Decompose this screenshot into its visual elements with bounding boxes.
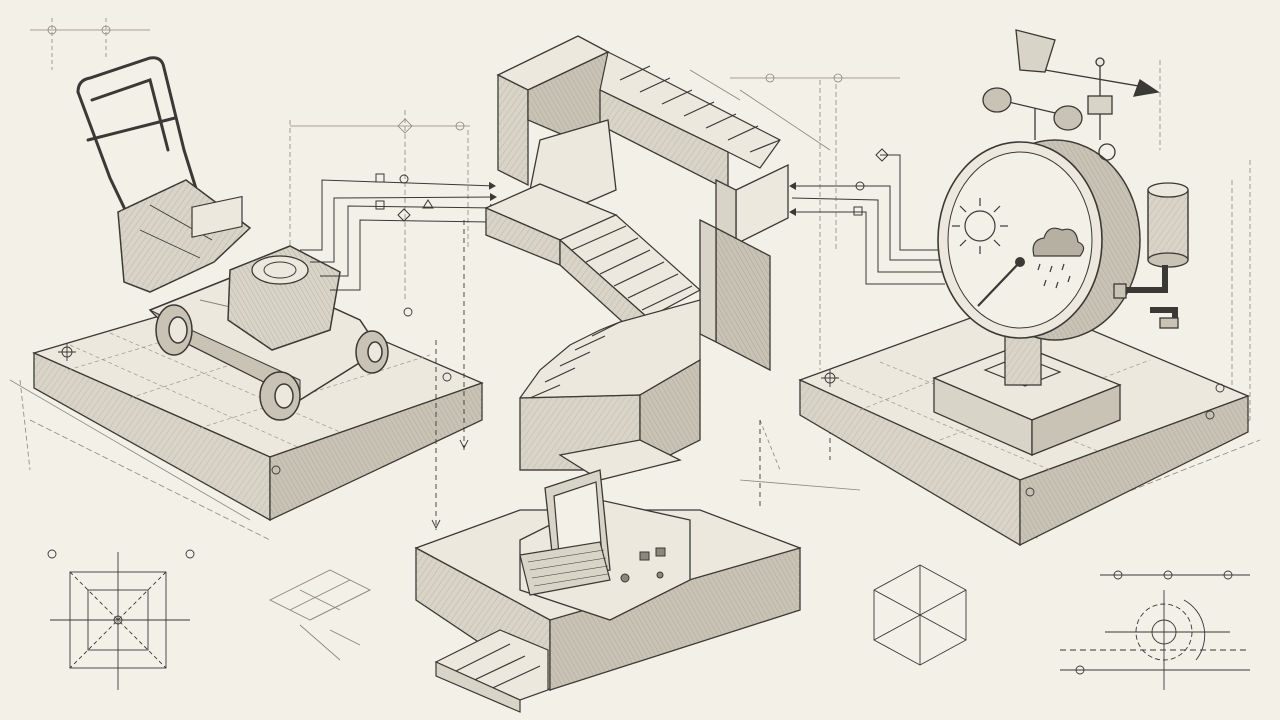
right-connectors bbox=[789, 148, 945, 285]
terminal-knob bbox=[656, 571, 664, 579]
terminal-base bbox=[414, 509, 802, 713]
terminal-button bbox=[639, 551, 650, 561]
upper-stairs bbox=[599, 51, 781, 191]
lawn-mower bbox=[76, 56, 389, 421]
terminal-knob bbox=[620, 573, 630, 583]
terminal-keyboard bbox=[519, 541, 611, 596]
mower-wheels bbox=[155, 304, 389, 421]
side-sensor bbox=[1113, 182, 1189, 329]
skewed-tile-sketch bbox=[268, 569, 372, 661]
terminal-button bbox=[655, 547, 666, 557]
rain-cloud-icon bbox=[1032, 227, 1085, 289]
weather-station bbox=[932, 29, 1189, 456]
left-connectors bbox=[300, 173, 497, 291]
mower-engine bbox=[191, 195, 341, 351]
crosshair-grid bbox=[47, 549, 195, 690]
center-dimension-lines bbox=[431, 220, 831, 530]
isometric-cube-sketch bbox=[873, 564, 967, 666]
circle-centerline-detail bbox=[1060, 570, 1250, 690]
computer-terminal bbox=[519, 469, 691, 621]
middle-stairs bbox=[558, 214, 702, 347]
base-steps bbox=[434, 629, 549, 713]
wind-vane bbox=[1015, 29, 1160, 140]
anemometer bbox=[982, 87, 1116, 161]
sun-icon bbox=[952, 198, 1008, 254]
gauge-needle bbox=[977, 257, 1025, 307]
impossible-staircase bbox=[484, 35, 789, 481]
